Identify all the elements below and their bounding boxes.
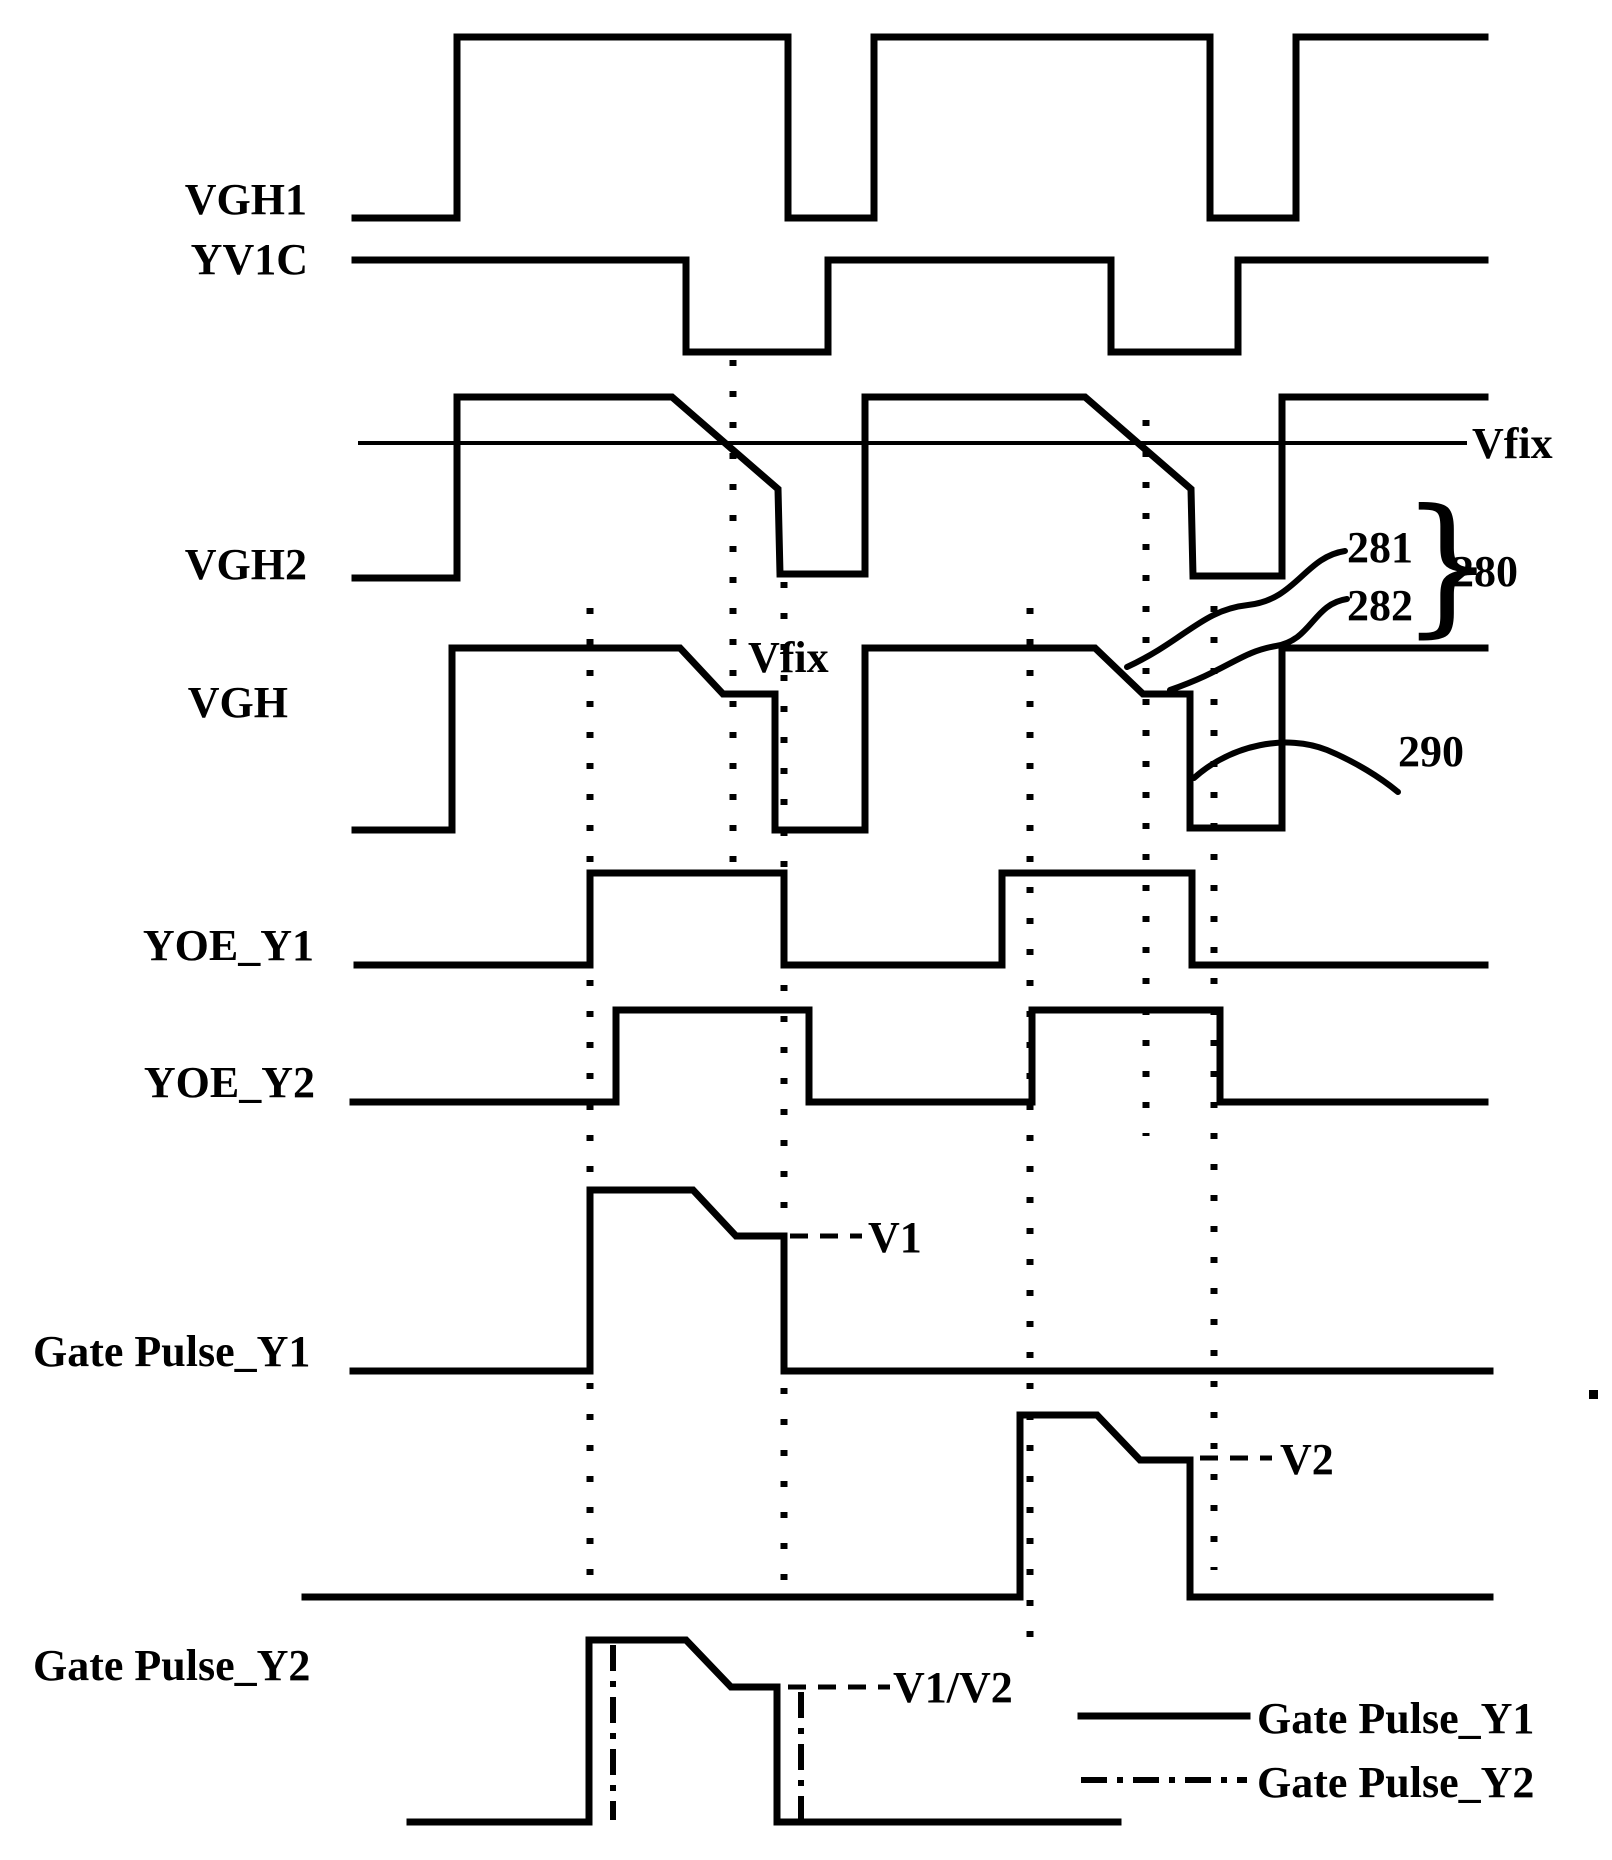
signal-label-vgh: VGH [188,678,288,727]
legend-label-gate-pulse-y1: Gate Pulse_Y1 [1257,1694,1534,1743]
diagram-lines-layer [301,33,1494,1826]
line-overlay_gate_pulse_y1 [406,1636,1122,1826]
line-leader-290 [1191,739,1401,795]
ref-280-label: 280 [1452,547,1518,596]
ref-281-label: 281 [1347,523,1413,572]
line-gate_pulse_y1 [349,1186,1494,1375]
line-gate_pulse_y2 [301,1411,1494,1601]
signal-label-yv1c: YV1C [191,235,308,284]
signal-label-yoe-y1: YOE_Y1 [143,921,314,970]
line-yoe_y1 [353,869,1489,969]
line-vgh2 [351,393,1489,582]
v2-label: V2 [1280,1435,1334,1484]
line-vgh1 [351,33,1489,222]
stray-mark [1589,1390,1598,1399]
line-yv1c [351,256,1489,356]
vfix-label-mid: Vfix [748,633,829,682]
vfix-label-right: Vfix [1472,419,1553,468]
signal-label-gate-pulse-y1: Gate Pulse_Y1 [33,1327,310,1376]
line-leader-281 [1124,548,1348,670]
ref-282-label: 282 [1347,581,1413,630]
signal-label-vgh2: VGH2 [185,540,307,589]
signal-label-yoe-y2: YOE_Y2 [144,1058,315,1107]
signal-label-vgh1: VGH1 [185,175,307,224]
signal-label-gate-pulse-y2: Gate Pulse_Y2 [33,1641,310,1690]
legend-label-gate-pulse-y2: Gate Pulse_Y2 [1257,1758,1534,1807]
line-vgh [351,644,1489,834]
brace-280-icon: } [1400,478,1495,652]
line-yoe_y2 [349,1006,1489,1106]
line-leader-282 [1167,596,1350,693]
ref-290-label: 290 [1398,727,1464,776]
v1v2-label: V1/V2 [893,1663,1013,1712]
v1-label: V1 [868,1213,922,1262]
